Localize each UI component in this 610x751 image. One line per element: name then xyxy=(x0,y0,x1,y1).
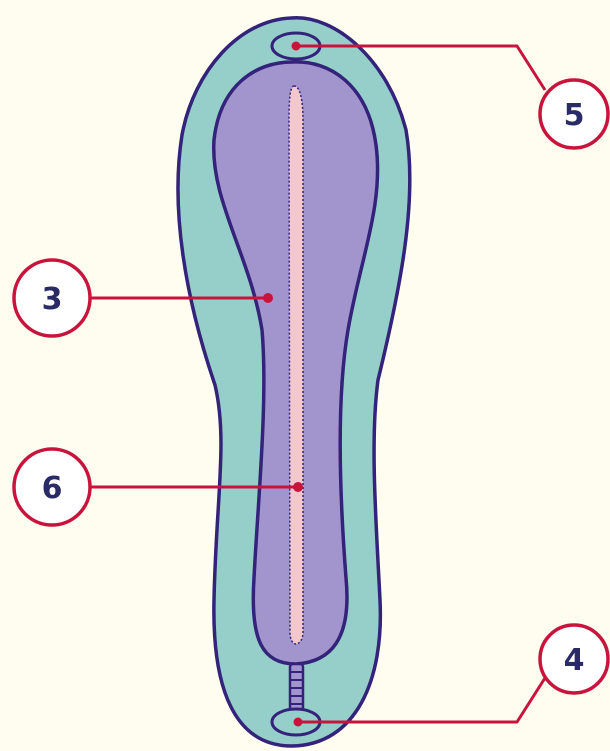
callout-3-label: 3 xyxy=(42,282,63,317)
callout-6: 6 xyxy=(14,449,90,525)
callout-6-label: 6 xyxy=(42,471,63,506)
leader-dot-4 xyxy=(294,718,303,727)
callout-4: 4 xyxy=(540,625,608,693)
bottom-coil xyxy=(290,664,303,714)
leader-dot-6 xyxy=(293,482,303,492)
center-strip xyxy=(289,86,303,644)
callout-5: 5 xyxy=(540,80,608,148)
leader-dot-3 xyxy=(263,293,273,303)
callout-5-label: 5 xyxy=(564,98,585,133)
leader-dot-5 xyxy=(292,42,301,51)
callout-4-label: 4 xyxy=(564,643,585,678)
callout-3: 3 xyxy=(14,260,90,336)
